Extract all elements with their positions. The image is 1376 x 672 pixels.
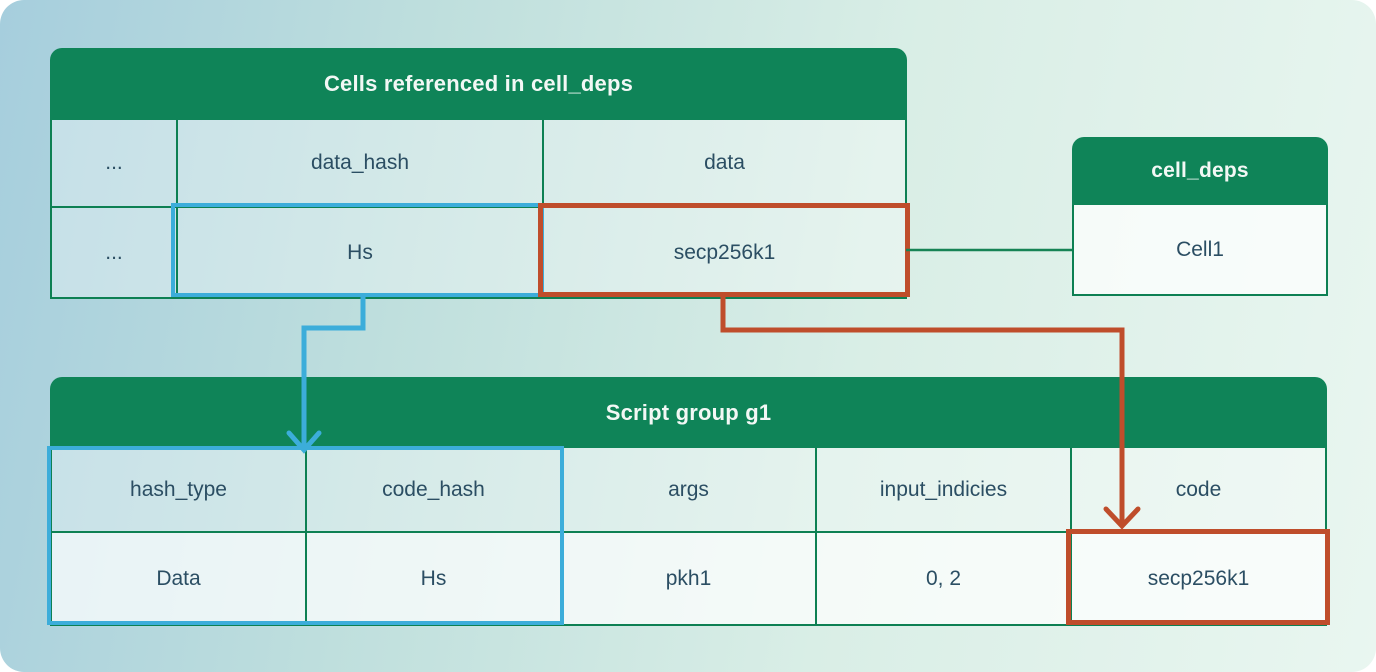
value-data-hash-type: Data <box>52 533 305 624</box>
col-label-input-indicies: input_indicies <box>815 448 1070 531</box>
script-group-body: hash_type code_hash args input_indicies … <box>50 448 1327 626</box>
cell-deps-table: cell_deps Cell1 <box>1072 137 1328 296</box>
value-pkh1-args: pkh1 <box>560 533 815 624</box>
cells-referenced-title: Cells referenced in cell_deps <box>50 48 907 120</box>
col-label-data-hash: data_hash <box>176 120 542 206</box>
table-row: Data Hs pkh1 0, 2 secp256k1 <box>52 531 1325 624</box>
value-secp256k1-data: secp256k1 <box>542 208 905 297</box>
table-row: Cell1 <box>1074 205 1326 294</box>
value-hs-data-hash: Hs <box>176 208 542 297</box>
table-row: ... data_hash data <box>52 120 905 206</box>
script-group-title: Script group g1 <box>50 377 1327 448</box>
value-ellipsis: ... <box>52 208 176 297</box>
table-row: hash_type code_hash args input_indicies … <box>52 448 1325 531</box>
col-label-args: args <box>560 448 815 531</box>
value-secp256k1-code: secp256k1 <box>1070 533 1325 624</box>
value-cell1: Cell1 <box>1074 205 1326 294</box>
col-label-code: code <box>1070 448 1325 531</box>
cell-deps-body: Cell1 <box>1072 205 1328 296</box>
cells-referenced-body: ... data_hash data ... Hs secp256k1 <box>50 120 907 299</box>
col-label-hash-type: hash_type <box>52 448 305 531</box>
script-group-table: Script group g1 hash_type code_hash args… <box>50 377 1327 626</box>
col-label-data: data <box>542 120 905 206</box>
col-label-code-hash: code_hash <box>305 448 560 531</box>
table-row: ... Hs secp256k1 <box>52 206 905 297</box>
value-input-indicies: 0, 2 <box>815 533 1070 624</box>
value-hs-code-hash: Hs <box>305 533 560 624</box>
cells-referenced-table: Cells referenced in cell_deps ... data_h… <box>50 48 907 299</box>
cell-deps-title: cell_deps <box>1072 137 1328 205</box>
col-label-ellipsis: ... <box>52 120 176 206</box>
